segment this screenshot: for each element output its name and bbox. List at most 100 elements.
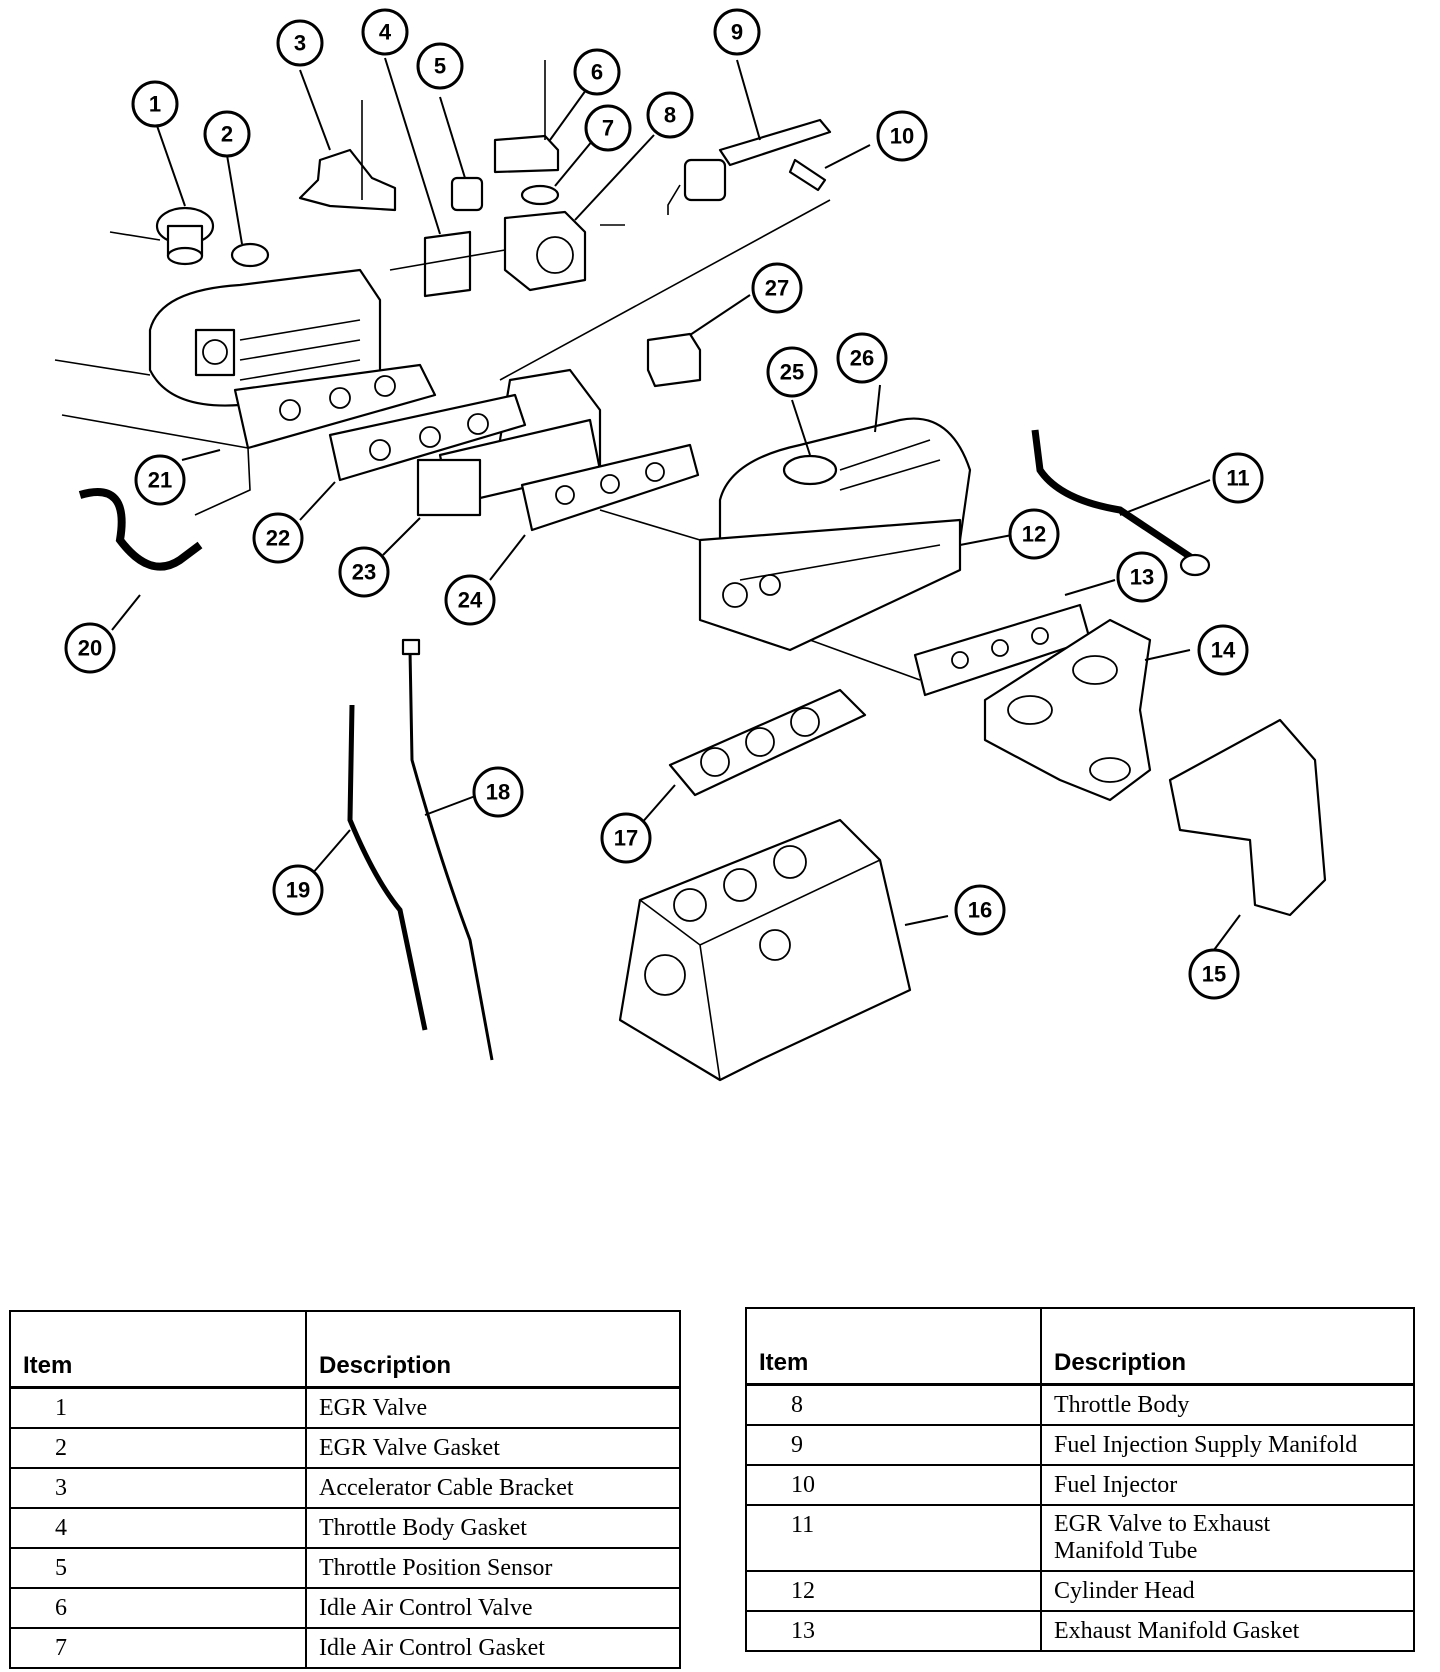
callout-5: 5 <box>416 42 464 90</box>
item-number: 5 <box>9 1547 307 1589</box>
item-number: 9 <box>745 1424 1042 1466</box>
throttle-body-part <box>503 210 587 292</box>
callout-22: 22 <box>252 512 304 564</box>
svg-text:13: 13 <box>1130 565 1154 590</box>
item-number: 8 <box>745 1383 1042 1426</box>
callout-2: 2 <box>203 110 251 158</box>
svg-text:16: 16 <box>968 898 992 923</box>
callout-7: 7 <box>584 104 632 152</box>
svg-text:25: 25 <box>780 360 804 385</box>
table-header-row: Item Description <box>745 1307 1415 1386</box>
egr-valve-part <box>109 206 215 266</box>
callout-15: 15 <box>1188 948 1240 1000</box>
svg-text:2: 2 <box>221 122 233 147</box>
item-number: 2 <box>9 1427 307 1469</box>
item-description: Throttle Body Gasket <box>305 1507 681 1549</box>
svg-text:12: 12 <box>1022 522 1046 547</box>
hose-20-part <box>78 488 203 571</box>
cable-bracket-part <box>298 148 397 212</box>
callout-13: 13 <box>1116 551 1168 603</box>
callout-25: 25 <box>766 346 818 398</box>
item-description: EGR Valve Gasket <box>305 1427 681 1469</box>
callout-23: 23 <box>338 546 390 598</box>
svg-text:17: 17 <box>614 826 638 851</box>
leader-lines <box>54 57 1241 951</box>
callout-8: 8 <box>646 91 694 139</box>
item-number: 10 <box>745 1464 1042 1506</box>
exhaust-manifold-part <box>983 618 1152 802</box>
upper-intake-manifold-part <box>148 268 382 407</box>
svg-text:14: 14 <box>1211 638 1236 663</box>
heat-shield-part <box>1168 718 1327 917</box>
callout-26: 26 <box>836 332 888 384</box>
svg-text:7: 7 <box>602 116 614 141</box>
callout-27: 27 <box>751 262 803 314</box>
column-header-item: Item <box>745 1307 1042 1386</box>
tps-part <box>450 176 484 212</box>
fuel-rail-part <box>667 118 832 215</box>
item-description: Idle Air Control Valve <box>305 1587 681 1629</box>
item-number: 6 <box>9 1587 307 1629</box>
svg-text:6: 6 <box>591 60 603 85</box>
plug-27-part <box>646 332 702 388</box>
item-description: Cylinder Head <box>1040 1570 1415 1612</box>
cylinder-head-part <box>698 417 972 652</box>
svg-text:11: 11 <box>1226 466 1249 491</box>
spacer-23-part <box>416 458 482 517</box>
svg-text:15: 15 <box>1202 962 1226 987</box>
callout-17: 17 <box>600 812 652 864</box>
callout-1: 1 <box>131 80 179 128</box>
dipstick-tube-part <box>347 704 428 1031</box>
callout-20: 20 <box>64 622 116 674</box>
svg-text:1: 1 <box>149 92 161 117</box>
svg-text:24: 24 <box>458 588 483 613</box>
callout-19: 19 <box>272 864 324 916</box>
item-description: Fuel Injector <box>1040 1464 1415 1506</box>
svg-text:26: 26 <box>850 346 874 371</box>
item-description: EGR Valve <box>305 1386 681 1429</box>
callout-6: 6 <box>573 48 621 96</box>
svg-text:23: 23 <box>352 560 376 585</box>
callout-12: 12 <box>1008 508 1060 560</box>
egr-tube-part <box>1031 429 1197 563</box>
callout-16: 16 <box>954 884 1006 936</box>
callout-10: 10 <box>876 110 928 162</box>
callout-14: 14 <box>1197 624 1249 676</box>
svg-text:8: 8 <box>664 103 676 128</box>
svg-text:10: 10 <box>890 124 914 149</box>
svg-text:20: 20 <box>78 636 102 661</box>
callout-18: 18 <box>472 766 524 818</box>
callout-3: 3 <box>276 19 324 67</box>
column-header-item: Item <box>9 1310 307 1389</box>
item-description: Accelerator Cable Bracket <box>305 1467 681 1509</box>
item-number: 1 <box>9 1386 307 1429</box>
item-description: EGR Valve to Exhaust Manifold Tube <box>1040 1504 1415 1572</box>
callout-24: 24 <box>444 574 496 626</box>
item-description: Exhaust Manifold Gasket <box>1040 1610 1415 1652</box>
callout-21: 21 <box>134 454 186 506</box>
item-number: 4 <box>9 1507 307 1549</box>
item-description: Fuel Injection Supply Manifold <box>1040 1424 1415 1466</box>
item-number: 3 <box>9 1467 307 1509</box>
svg-text:5: 5 <box>434 54 446 79</box>
svg-text:21: 21 <box>148 468 172 493</box>
iac-gasket-part <box>520 184 560 206</box>
item-number: 11 <box>745 1504 1042 1572</box>
column-header-description: Description <box>305 1310 681 1389</box>
callout-9: 9 <box>713 8 761 56</box>
exploded-engine-diagram: 1 2 3 4 5 6 7 8 9 10 27 25 26 11 12 13 1… <box>54 8 1327 1082</box>
svg-text:19: 19 <box>286 878 310 903</box>
